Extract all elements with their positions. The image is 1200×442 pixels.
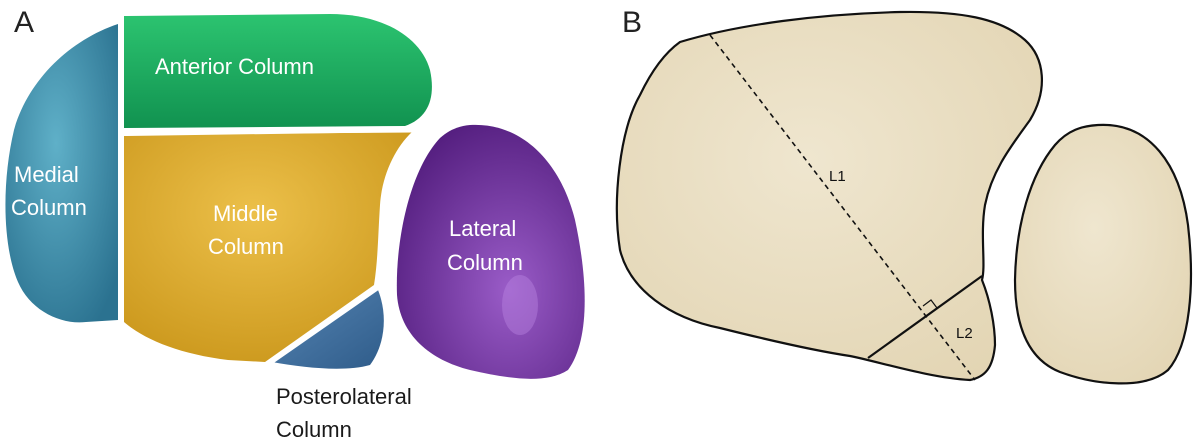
medial-label-line1: Medial: [14, 162, 79, 187]
separator-anterior: [120, 127, 415, 135]
anterior-column-region: [124, 14, 432, 128]
panel-a: A Medial Column Anterior Column Middle C…: [5, 6, 585, 442]
middle-label-line1: Middle: [213, 201, 278, 226]
middle-column-region: [124, 132, 412, 362]
lateral-highlight: [502, 275, 538, 335]
panel-b: B L1 L2: [615, 6, 1193, 385]
l1-dashed-line: [709, 34, 976, 381]
panel-b-letter: B: [622, 6, 642, 39]
right-angle-marker: [922, 299, 938, 315]
middle-label-line2: Column: [208, 234, 284, 259]
lateral-column-region: [396, 124, 585, 379]
anterior-label: Anterior Column: [155, 54, 314, 79]
l1-label: L1: [829, 168, 846, 185]
medial-column-region: [5, 24, 119, 323]
separator-posterolateral: [266, 283, 382, 367]
lateral-plateau-outline: [1013, 123, 1193, 385]
main-plateau-outline: [615, 10, 1043, 382]
lateral-label-line1: Lateral: [449, 216, 516, 241]
l2-solid-line: [867, 275, 983, 359]
panel-a-letter: A: [14, 6, 34, 39]
lateral-label-line2: Column: [447, 250, 523, 275]
posterolateral-label-line1: Posterolateral: [276, 384, 412, 409]
posterolateral-column-region: [272, 290, 384, 369]
posterolateral-label-line2: Column: [276, 417, 352, 442]
l2-label: L2: [956, 325, 973, 342]
medial-label-line2: Column: [11, 195, 87, 220]
